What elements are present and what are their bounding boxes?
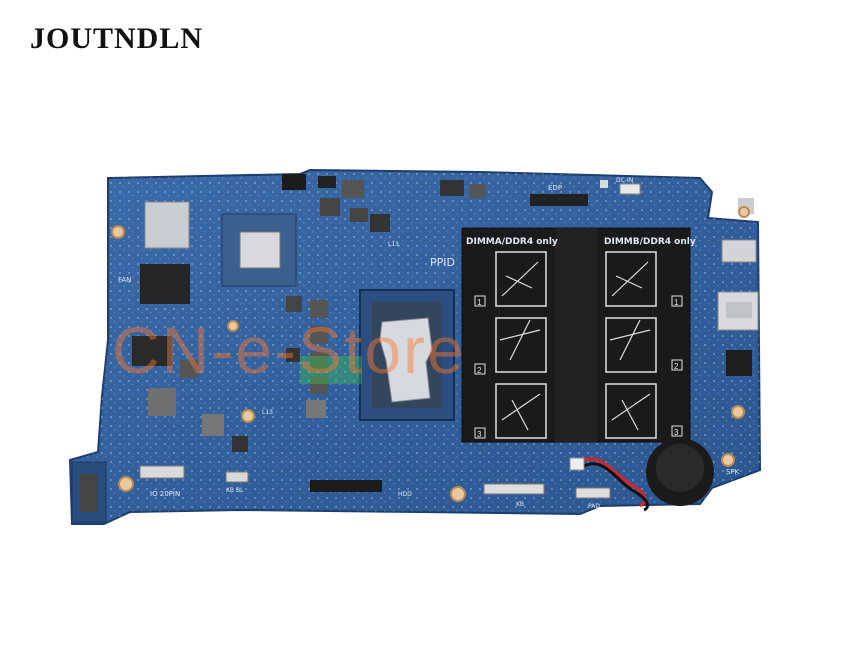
ppid-label: PPID — [430, 256, 455, 269]
kbbl-label: KB BL — [226, 487, 244, 494]
pad-label: PAD — [588, 503, 600, 510]
pad-connector — [575, 487, 611, 499]
gpu-die — [239, 231, 281, 269]
black-chip — [140, 264, 190, 304]
slot-number: 1 — [477, 298, 482, 307]
dimm-a-label: DIMMA/DDR4 only — [466, 237, 558, 247]
cpu-die — [379, 317, 433, 403]
audio-jack — [726, 350, 752, 376]
dc-label: DC-IN — [616, 177, 633, 184]
silver-chip — [144, 201, 190, 249]
hdd-label: HDD — [398, 491, 412, 498]
usb-c-port — [721, 239, 757, 263]
watermark-text: CN-e-Store — [112, 313, 466, 387]
slot-number: 2 — [477, 366, 482, 375]
fan-label: FAN — [118, 276, 131, 284]
kb-connector — [483, 483, 545, 495]
hdd-connector — [310, 480, 382, 492]
spk-label: SPK — [726, 468, 740, 476]
inductor — [148, 388, 176, 416]
l13-label: L13 — [388, 241, 399, 248]
slot-number: 3 — [674, 428, 679, 437]
edp-connector — [530, 194, 588, 206]
dimm-b-label: DIMMB/DDR4 only — [604, 237, 696, 247]
edp-label: EDP — [548, 184, 562, 192]
slot-number: 3 — [477, 430, 482, 439]
inductor — [286, 296, 302, 312]
slot-number: 1 — [674, 298, 679, 307]
io-connector — [139, 465, 185, 479]
io-label: IO 20PIN — [150, 490, 180, 498]
kb-label: KB — [516, 501, 524, 508]
kbbl-connector — [225, 471, 249, 483]
brand-logo-text: JOUTNDLN — [30, 22, 204, 55]
slot-number: 2 — [674, 362, 679, 371]
l13-label: L13 — [262, 409, 273, 416]
